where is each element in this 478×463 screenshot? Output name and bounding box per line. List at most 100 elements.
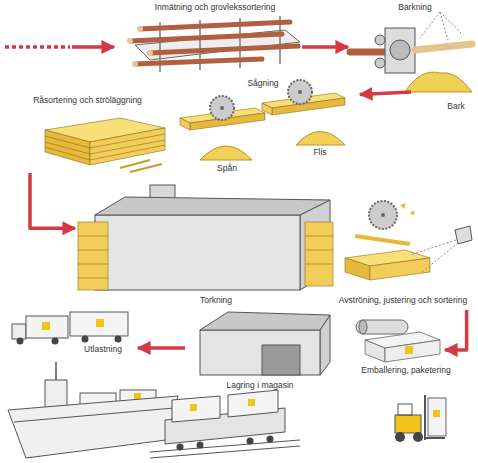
trucks-part — [70, 312, 128, 336]
cargo-ship-part — [8, 396, 178, 458]
log-sorting-machine-part — [135, 59, 262, 64]
trucks-part — [96, 319, 104, 327]
scanner — [410, 226, 472, 272]
input-arrow — [5, 47, 114, 48]
process-stage: Barkning — [348, 2, 474, 92]
debarking-machine — [350, 12, 472, 73]
wrapping-machine-part — [356, 320, 408, 334]
sawing-boards-part — [272, 98, 345, 115]
scanner-part — [422, 243, 458, 272]
wrapping-machine — [356, 320, 440, 362]
freight-train — [150, 390, 300, 458]
freight-train-part — [267, 436, 274, 443]
stage-label: Utlastning — [67, 344, 139, 354]
forklift-part — [425, 437, 445, 439]
lumber-stack-part — [45, 142, 90, 154]
process-stage: Torkning — [75, 182, 337, 307]
stage-label: Inmätning och grovlekssortering — [120, 2, 310, 12]
trimming-saw-part — [381, 213, 385, 217]
stage-label: Barkning — [356, 2, 474, 12]
drying-kiln-part — [150, 185, 175, 199]
flow-arrow — [302, 45, 348, 49]
lumber-stack-part — [45, 136, 90, 148]
trucks — [12, 312, 128, 345]
stage-label: Sågning — [178, 78, 348, 88]
drying-kiln-part — [305, 236, 333, 237]
drying-kiln-part — [95, 215, 300, 290]
trimming-saw-part — [410, 211, 415, 216]
drying-kiln-part — [78, 278, 108, 279]
drying-kiln-part — [305, 250, 333, 251]
freight-train-part — [247, 438, 254, 445]
sorted-lumber — [345, 250, 430, 280]
debarking-machine-part — [440, 12, 462, 34]
process-stage: Lagring i magasin — [185, 308, 335, 393]
storage-warehouse-part — [200, 312, 330, 330]
forklift-part — [428, 398, 446, 436]
forklift-part — [433, 410, 440, 417]
log-sorting-machine-part — [130, 34, 282, 41]
bark-pile-part — [405, 72, 472, 92]
forklift-part — [398, 404, 412, 415]
freight-train-part — [248, 399, 255, 406]
drying-kiln-part — [78, 250, 108, 251]
lumber-stack-part — [120, 160, 150, 168]
log-sorting-machine-part — [150, 46, 298, 53]
trucks-part — [42, 322, 50, 330]
material-label: Bark — [438, 101, 474, 111]
trucks-part — [17, 338, 24, 345]
wrapping-machine-part — [359, 320, 367, 334]
log-sorting-machine-part — [132, 61, 138, 67]
saw-blade-part — [210, 96, 234, 120]
stage-label: Torkning — [85, 295, 347, 305]
wrapping-machine-part — [365, 340, 385, 362]
stage-label: Lagring i magasin — [185, 380, 335, 390]
forklift-part — [413, 432, 423, 442]
scanner-part — [455, 226, 472, 244]
drying-kiln-part — [305, 264, 333, 265]
lumber-stack-part — [90, 134, 165, 148]
log-sorting-machine-part — [127, 38, 133, 44]
sorted-lumber-part — [345, 258, 370, 280]
trucks-part — [12, 324, 26, 339]
saw-blade-part — [298, 90, 302, 94]
forklift-part — [395, 432, 405, 442]
freight-train-part — [150, 446, 300, 458]
scanner-part — [410, 240, 456, 255]
trucks-part — [52, 338, 59, 345]
chips-pile-part — [296, 132, 345, 146]
freight-train-part — [228, 390, 278, 417]
cargo-ship-part — [45, 380, 67, 408]
material-label: Spån — [208, 163, 246, 173]
sawdust-pile-part — [200, 146, 252, 160]
trimming-saw-part — [369, 201, 397, 229]
stage-label: Avströning, justering och sortering — [328, 295, 478, 305]
storage-warehouse-part — [262, 345, 300, 375]
log-sorting-machine-part — [140, 22, 290, 29]
lumber-stack-part — [45, 130, 90, 165]
drying-kiln-part — [95, 197, 330, 215]
debarking-machine-part — [350, 49, 386, 56]
sawing-boards — [180, 93, 345, 130]
debarking-machine-part — [375, 58, 385, 68]
drying-kiln-part — [305, 222, 333, 286]
debarking-machine-part — [375, 35, 385, 45]
freight-train-part — [172, 396, 220, 422]
saw-blade-part — [288, 80, 312, 104]
stage-label: Råsortering och ströläggning — [20, 95, 155, 105]
input-arrow-part — [72, 45, 114, 49]
drying-kiln-part — [78, 264, 108, 265]
debarking-machine-part — [440, 12, 448, 40]
saw-blade-part — [220, 106, 224, 110]
trimming-saw-part — [400, 203, 406, 209]
lumber-stack — [45, 118, 165, 172]
log-sorting-machine-part — [137, 26, 143, 32]
trucks-part — [115, 336, 122, 343]
storage-warehouse — [200, 312, 330, 375]
drying-kiln — [78, 185, 333, 290]
sawing-boards-part — [262, 103, 272, 115]
storage-warehouse-part — [200, 330, 320, 375]
